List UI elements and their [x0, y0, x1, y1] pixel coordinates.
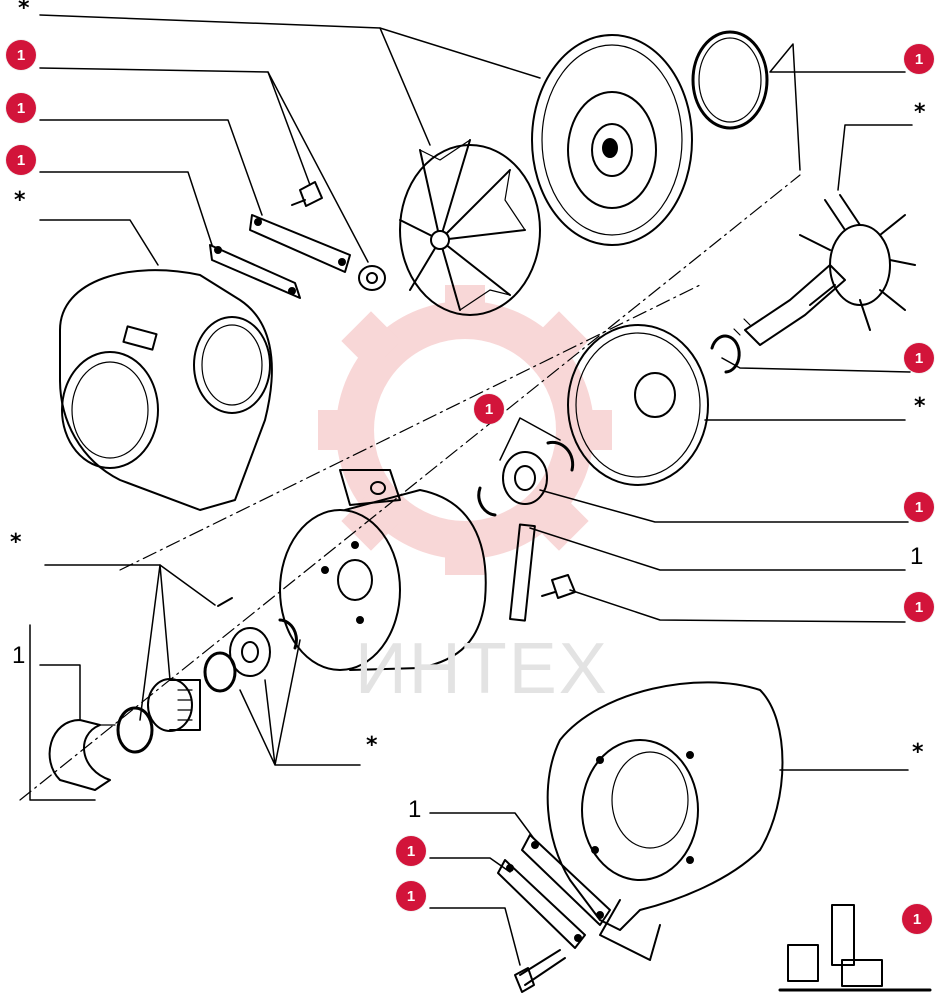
repair-kit-icon [778, 904, 932, 992]
callout-badge[interactable]: 1 [904, 343, 934, 373]
o-ring-lower [116, 706, 154, 754]
asterisk-label: * [366, 733, 378, 758]
callout-badge[interactable]: 1 [904, 44, 934, 74]
bearing-lower [229, 627, 271, 677]
callout-badge[interactable]: 1 [6, 145, 36, 175]
part-number-label: 1 [408, 796, 422, 823]
part-number-label: 1 [12, 642, 26, 669]
bearing-center [477, 440, 575, 517]
part-number-label: 1 [910, 543, 924, 570]
circlip-shaft [710, 334, 741, 374]
nut-top [358, 265, 386, 291]
asterisk-label: * [18, 0, 30, 21]
locking-plates-top [209, 214, 351, 299]
callout-badge[interactable]: 1 [396, 881, 426, 911]
pin-small [217, 597, 233, 607]
callout-badge[interactable]: 1 [904, 492, 934, 522]
leader-lines [29, 14, 913, 966]
bolt-top [291, 181, 323, 207]
link-rod [509, 523, 536, 622]
compressor-back-plate [531, 34, 693, 246]
asterisk-label: * [914, 394, 926, 419]
o-ring-mid [203, 651, 237, 693]
callout-badge[interactable]: 1 [902, 904, 932, 934]
bolt-center [541, 574, 576, 599]
snap-ring-top [691, 30, 769, 130]
callout-badge[interactable]: 1 [474, 394, 504, 424]
watermark-gear-icon [318, 285, 612, 575]
asterisk-label: * [912, 740, 924, 765]
callout-badge[interactable]: 1 [904, 592, 934, 622]
asterisk-label: * [14, 188, 26, 213]
callout-badge[interactable]: 1 [396, 836, 426, 866]
split-ring-lower [48, 719, 116, 791]
threaded-fitting [147, 678, 201, 732]
asterisk-label: * [914, 100, 926, 125]
turbine-housing [546, 681, 784, 961]
callout-badge[interactable]: 1 [6, 93, 36, 123]
center-bearing-housing [279, 469, 487, 671]
asterisk-label: * [10, 530, 22, 555]
circlip-lower [278, 618, 298, 650]
compressor-housing [59, 269, 273, 511]
turbine-shaft-wheel [733, 194, 916, 346]
seal-plate [567, 324, 709, 486]
axis-line-lower [119, 284, 701, 571]
callout-badge[interactable]: 1 [6, 40, 36, 70]
compressor-impeller [399, 139, 541, 316]
watermark-text: ИНТЕХ [355, 629, 609, 709]
locking-plates-bottom [497, 834, 611, 949]
bolt-bottom [514, 949, 566, 993]
